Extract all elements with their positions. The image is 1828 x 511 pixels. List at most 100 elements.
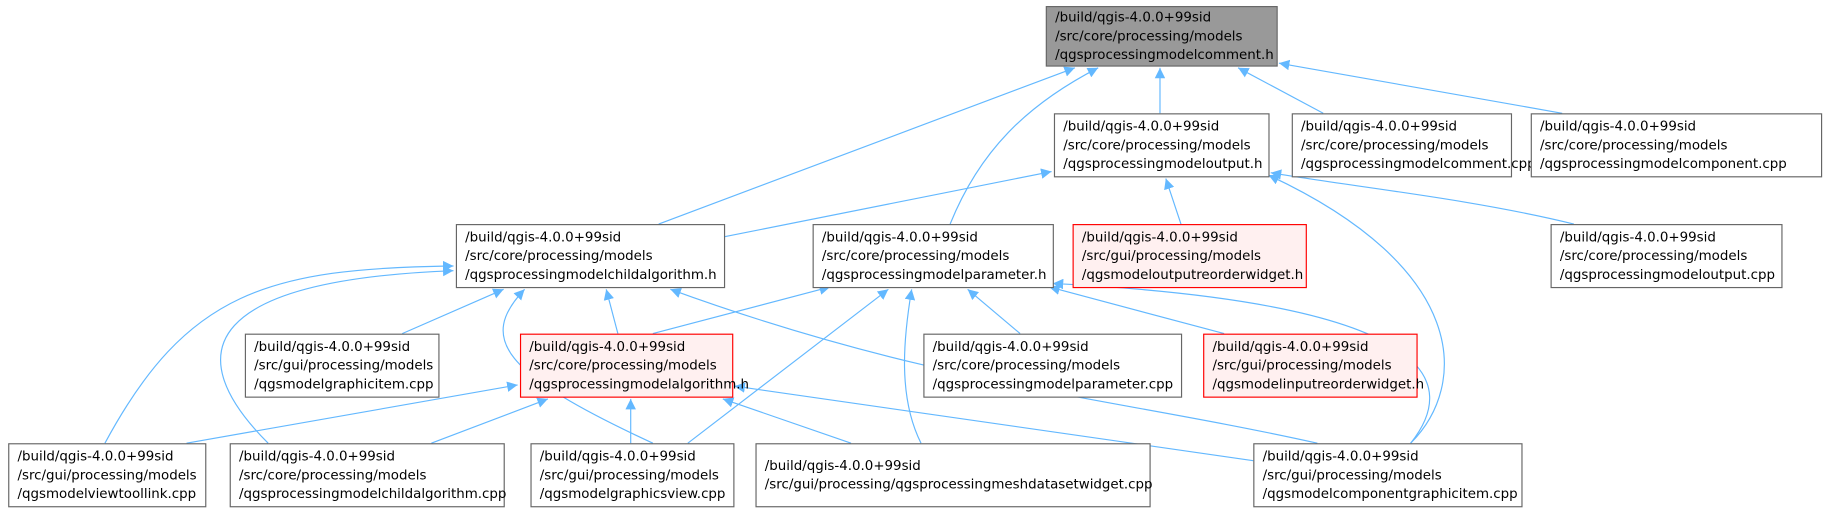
edge-outputreorder_h-to-output_h bbox=[1164, 178, 1182, 225]
node-parameter-h[interactable]: /build/qgis-4.0.0+99sid/src/core/process… bbox=[812, 224, 1054, 289]
node-label-line: /qgsprocessingmodelparameter.h bbox=[822, 268, 1047, 283]
node-label-line: /build/qgis-4.0.0+99sid bbox=[540, 450, 696, 465]
node-label-line: /src/gui/processing/models bbox=[1082, 249, 1261, 264]
edge-output_cpp-to-output_h bbox=[1270, 169, 1574, 225]
node-box[interactable] bbox=[455, 224, 726, 289]
node-label-line: /qgsprocessingmodelchildalgorithm.cpp bbox=[239, 487, 506, 502]
node-box[interactable] bbox=[1072, 224, 1307, 289]
node-label-line: /build/qgis-4.0.0+99sid bbox=[254, 340, 410, 355]
node-label-line: /qgsmodelgraphicitem.cpp bbox=[254, 377, 433, 392]
node-parameter-cpp[interactable]: /build/qgis-4.0.0+99sid/src/core/process… bbox=[923, 333, 1183, 398]
node-label-line: /qgsmodelviewtoollink.cpp bbox=[17, 487, 196, 502]
node-box[interactable] bbox=[1253, 443, 1523, 508]
node-label-line: /src/gui/processing/qgsprocessingmeshdat… bbox=[765, 478, 1153, 493]
node-label-line: /build/qgis-4.0.0+99sid bbox=[1540, 120, 1696, 135]
node-label-line: /qgsprocessingmodelcomment.cpp bbox=[1301, 157, 1536, 172]
node-label-line: /build/qgis-4.0.0+99sid bbox=[933, 340, 1089, 355]
node-label-line: /src/gui/processing/models bbox=[540, 468, 719, 483]
node-box[interactable] bbox=[1045, 6, 1278, 67]
edge-graphicsview_cpp-to-parameter_h bbox=[687, 288, 889, 444]
node-childalg-cpp[interactable]: /build/qgis-4.0.0+99sid/src/core/process… bbox=[229, 443, 506, 508]
node-box[interactable] bbox=[229, 443, 505, 508]
node-label-line: /build/qgis-4.0.0+99sid bbox=[822, 231, 978, 246]
edge-componentgraphicitem_cpp-to-output_h bbox=[1268, 174, 1445, 444]
node-label-line: /build/qgis-4.0.0+99sid bbox=[1055, 11, 1211, 26]
node-box[interactable] bbox=[812, 224, 1054, 289]
node-label-line: /qgsprocessingmodeloutput.h bbox=[1063, 157, 1262, 172]
node-label-line: /qgsprocessingmodeloutput.cpp bbox=[1560, 268, 1775, 283]
node-label-line: /src/core/processing/models bbox=[1055, 29, 1242, 44]
node-label-line: /build/qgis-4.0.0+99sid bbox=[1063, 120, 1219, 135]
node-label-line: /build/qgis-4.0.0+99sid bbox=[1560, 231, 1716, 246]
node-box[interactable] bbox=[530, 443, 735, 508]
node-component-cpp[interactable]: /build/qgis-4.0.0+99sid/src/core/process… bbox=[1530, 113, 1823, 178]
node-meshdataset-cpp[interactable]: /build/qgis-4.0.0+99sid/src/gui/processi… bbox=[755, 443, 1153, 508]
edge-algorithm_h-to-childalg_h bbox=[603, 289, 619, 334]
edge-parameter_h-to-root bbox=[949, 67, 1099, 225]
node-label-line: /src/gui/processing/models bbox=[1263, 468, 1442, 483]
node-label-line: /qgsmodeloutputreorderwidget.h bbox=[1082, 268, 1303, 283]
node-label-line: /qgsmodelgraphicsview.cpp bbox=[540, 487, 726, 502]
node-componentgraphicitem-cpp[interactable]: /build/qgis-4.0.0+99sid/src/gui/processi… bbox=[1253, 443, 1523, 508]
node-label-line: /src/core/processing/models bbox=[1560, 249, 1747, 264]
node-label-line: /qgsprocessingmodelparameter.cpp bbox=[933, 377, 1173, 392]
node-box[interactable] bbox=[244, 333, 440, 398]
node-box[interactable] bbox=[8, 443, 207, 508]
node-label-line: /src/core/processing/models bbox=[1063, 138, 1250, 153]
node-viewtoollink-cpp[interactable]: /build/qgis-4.0.0+99sid/src/gui/processi… bbox=[8, 443, 207, 508]
node-label-line: /build/qgis-4.0.0+99sid bbox=[1263, 450, 1419, 465]
node-label-line: /build/qgis-4.0.0+99sid bbox=[465, 231, 621, 246]
node-box[interactable] bbox=[1203, 333, 1418, 398]
node-label-line: /src/gui/processing/models bbox=[17, 468, 196, 483]
node-box[interactable] bbox=[923, 333, 1183, 398]
edge-meshdataset_cpp-to-parameter_h bbox=[903, 289, 922, 444]
node-label-line: /build/qgis-4.0.0+99sid bbox=[239, 450, 395, 465]
node-label-line: /src/gui/processing/models bbox=[254, 359, 433, 374]
node-label-line: /build/qgis-4.0.0+99sid bbox=[1212, 340, 1368, 355]
edge-graphicitem_cpp-to-childalg_h bbox=[401, 288, 504, 335]
node-label-line: /src/gui/processing/models bbox=[1212, 359, 1391, 374]
edge-graphicsview_cpp-to-childalg_h bbox=[502, 288, 654, 444]
node-childalg-h[interactable]: /build/qgis-4.0.0+99sid/src/core/process… bbox=[455, 224, 726, 289]
node-box[interactable] bbox=[1291, 113, 1513, 178]
edge-inputreorder_h-to-parameter_h bbox=[1049, 284, 1225, 335]
edge-childalg_cpp-to-childalg_h bbox=[220, 265, 454, 444]
node-label-line: /qgsprocessingmodelchildalgorithm.h bbox=[465, 268, 717, 283]
node-label-line: /qgsprocessingmodelcomponent.cpp bbox=[1540, 157, 1787, 172]
node-label-line: /src/core/processing/models bbox=[1540, 138, 1727, 153]
node-label-line: /qgsmodelcomponentgraphicitem.cpp bbox=[1263, 487, 1518, 502]
node-box[interactable] bbox=[755, 443, 1151, 508]
edge-childalg_h-to-output_h bbox=[723, 168, 1052, 238]
node-label-line: /src/core/processing/models bbox=[239, 468, 426, 483]
node-box[interactable] bbox=[1053, 113, 1270, 178]
node-label-line: /build/qgis-4.0.0+99sid bbox=[1301, 120, 1457, 135]
node-box[interactable] bbox=[1530, 113, 1823, 178]
edge-childalg_cpp-to-algorithm_h bbox=[431, 397, 549, 444]
node-graphicitem-cpp[interactable]: /build/qgis-4.0.0+99sid/src/gui/processi… bbox=[244, 333, 440, 398]
node-label-line: /src/core/processing/models bbox=[933, 359, 1120, 374]
node-box[interactable] bbox=[1550, 224, 1783, 289]
node-output-h[interactable]: /build/qgis-4.0.0+99sid/src/core/process… bbox=[1053, 113, 1270, 178]
edge-component_cpp-to-root bbox=[1278, 59, 1563, 114]
node-algorithm-h[interactable]: /build/qgis-4.0.0+99sid/src/core/process… bbox=[519, 333, 749, 398]
node-label-line: /build/qgis-4.0.0+99sid bbox=[529, 340, 685, 355]
node-graphicsview-cpp[interactable]: /build/qgis-4.0.0+99sid/src/gui/processi… bbox=[530, 443, 735, 508]
edge-comment_cpp-to-root bbox=[1237, 67, 1324, 114]
edge-componentgraphicitem_cpp-to-algorithm_h bbox=[734, 382, 1254, 462]
node-label-line: /build/qgis-4.0.0+99sid bbox=[17, 450, 173, 465]
node-label-line: /src/core/processing/models bbox=[465, 249, 652, 264]
edge-algorithm_h-to-parameter_h bbox=[652, 284, 831, 335]
node-output-cpp[interactable]: /build/qgis-4.0.0+99sid/src/core/process… bbox=[1550, 224, 1783, 289]
node-label-line: /src/core/processing/models bbox=[1301, 138, 1488, 153]
node-box[interactable] bbox=[519, 333, 734, 398]
node-root[interactable]: /build/qgis-4.0.0+99sid/src/core/process… bbox=[1045, 6, 1278, 67]
edge-parameter_cpp-to-parameter_h bbox=[967, 288, 1021, 335]
node-outputreorder-h[interactable]: /build/qgis-4.0.0+99sid/src/gui/processi… bbox=[1072, 224, 1307, 289]
node-inputreorder-h[interactable]: /build/qgis-4.0.0+99sid/src/gui/processi… bbox=[1203, 333, 1424, 398]
node-label-line: /qgsprocessingmodelcomment.h bbox=[1055, 48, 1274, 63]
node-comment-cpp[interactable]: /build/qgis-4.0.0+99sid/src/core/process… bbox=[1291, 113, 1536, 178]
edges-layer bbox=[104, 59, 1574, 462]
edge-meshdataset_cpp-to-algorithm_h bbox=[722, 397, 852, 444]
nodes-layer: /build/qgis-4.0.0+99sid/src/core/process… bbox=[8, 6, 1823, 508]
